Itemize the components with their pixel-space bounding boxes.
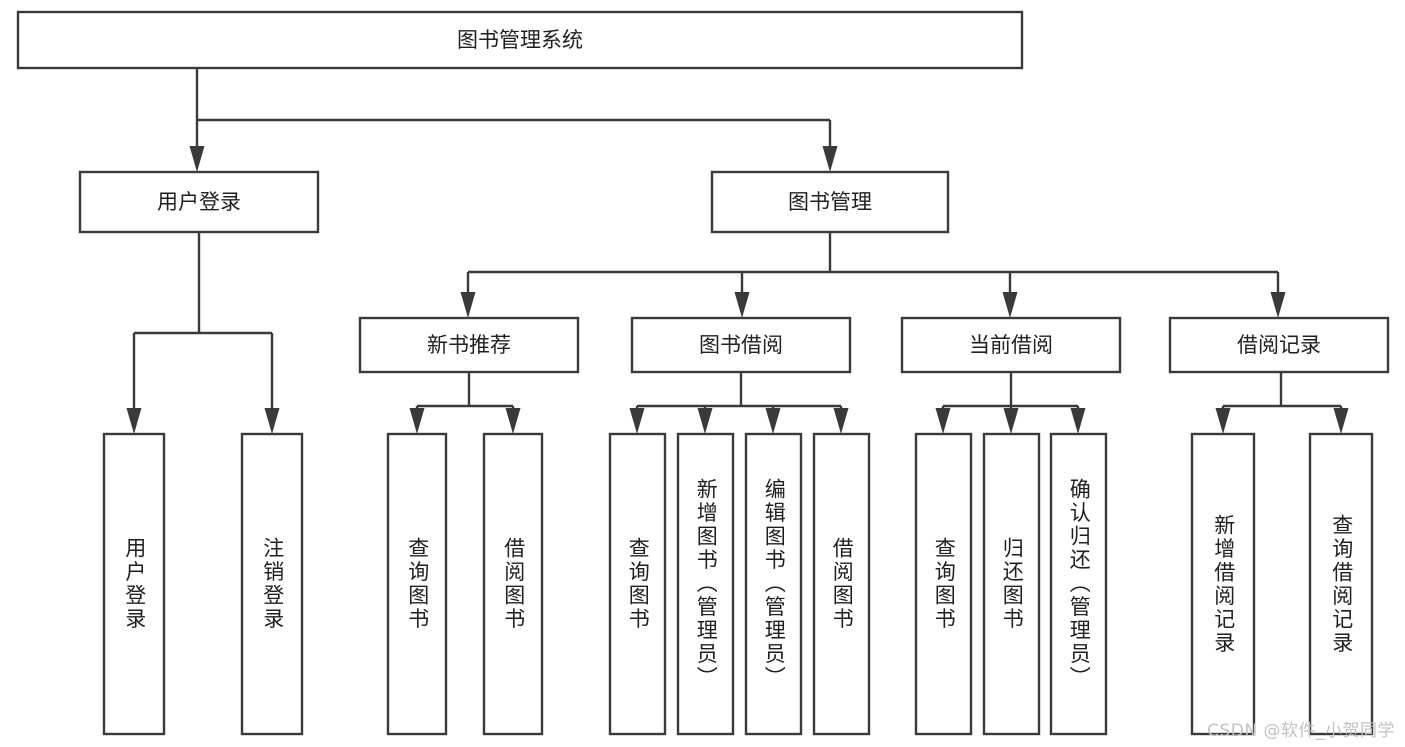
node-root-box[interactable] (16, 10, 1024, 70)
node-leaf-user-login-box[interactable] (102, 432, 166, 736)
node-user-login-label: 用户登录 (157, 190, 241, 214)
node-book-borrow-box[interactable] (630, 316, 852, 374)
csdn-watermark: CSDN @软件_小贺同学 (1207, 721, 1395, 741)
node-leaf-query-book-1-box[interactable] (386, 432, 448, 736)
connector-root (189, 68, 838, 172)
node-current-borrow-label: 当前借阅 (969, 333, 1053, 357)
node-leaf-borrow-book-1-box[interactable] (482, 432, 544, 736)
node-book-manage-box[interactable] (710, 170, 950, 234)
connector-layer (126, 68, 1349, 434)
node-book-manage-label: 图书管理 (788, 190, 872, 214)
node-leaf-query-record-box[interactable] (1308, 432, 1374, 736)
node-box-layer (16, 10, 1390, 736)
node-leaf-return-book-box[interactable] (982, 432, 1041, 736)
node-leaf-confirm-return-box[interactable] (1049, 432, 1108, 736)
node-leaf-logout-box[interactable] (240, 432, 304, 736)
node-current-borrow-box[interactable] (900, 316, 1122, 374)
node-new-book-rec-box[interactable] (358, 316, 580, 374)
connector-book-manage (460, 232, 1286, 318)
node-new-book-rec-label: 新书推荐 (427, 333, 511, 357)
connector-book-borrow (629, 372, 849, 434)
node-leaf-borrow-book-2-box[interactable] (812, 432, 871, 736)
connector-new-book-rec (409, 372, 521, 434)
node-borrow-record-label: 借阅记录 (1237, 333, 1321, 357)
node-leaf-query-book-2-box[interactable] (608, 432, 667, 736)
connector-borrow-record (1215, 372, 1349, 434)
node-user-login-box[interactable] (78, 170, 320, 234)
connector-user-login (126, 232, 280, 434)
node-leaf-add-book-box[interactable] (676, 432, 735, 736)
node-leaf-query-book-3-box[interactable] (914, 432, 973, 736)
node-root-label: 图书管理系统 (457, 28, 583, 52)
node-leaf-add-record-box[interactable] (1190, 432, 1256, 736)
node-borrow-record-box[interactable] (1168, 316, 1390, 374)
node-book-borrow-label: 图书借阅 (699, 333, 783, 357)
node-leaf-edit-book-box[interactable] (744, 432, 803, 736)
connector-current-borrow (935, 372, 1086, 434)
